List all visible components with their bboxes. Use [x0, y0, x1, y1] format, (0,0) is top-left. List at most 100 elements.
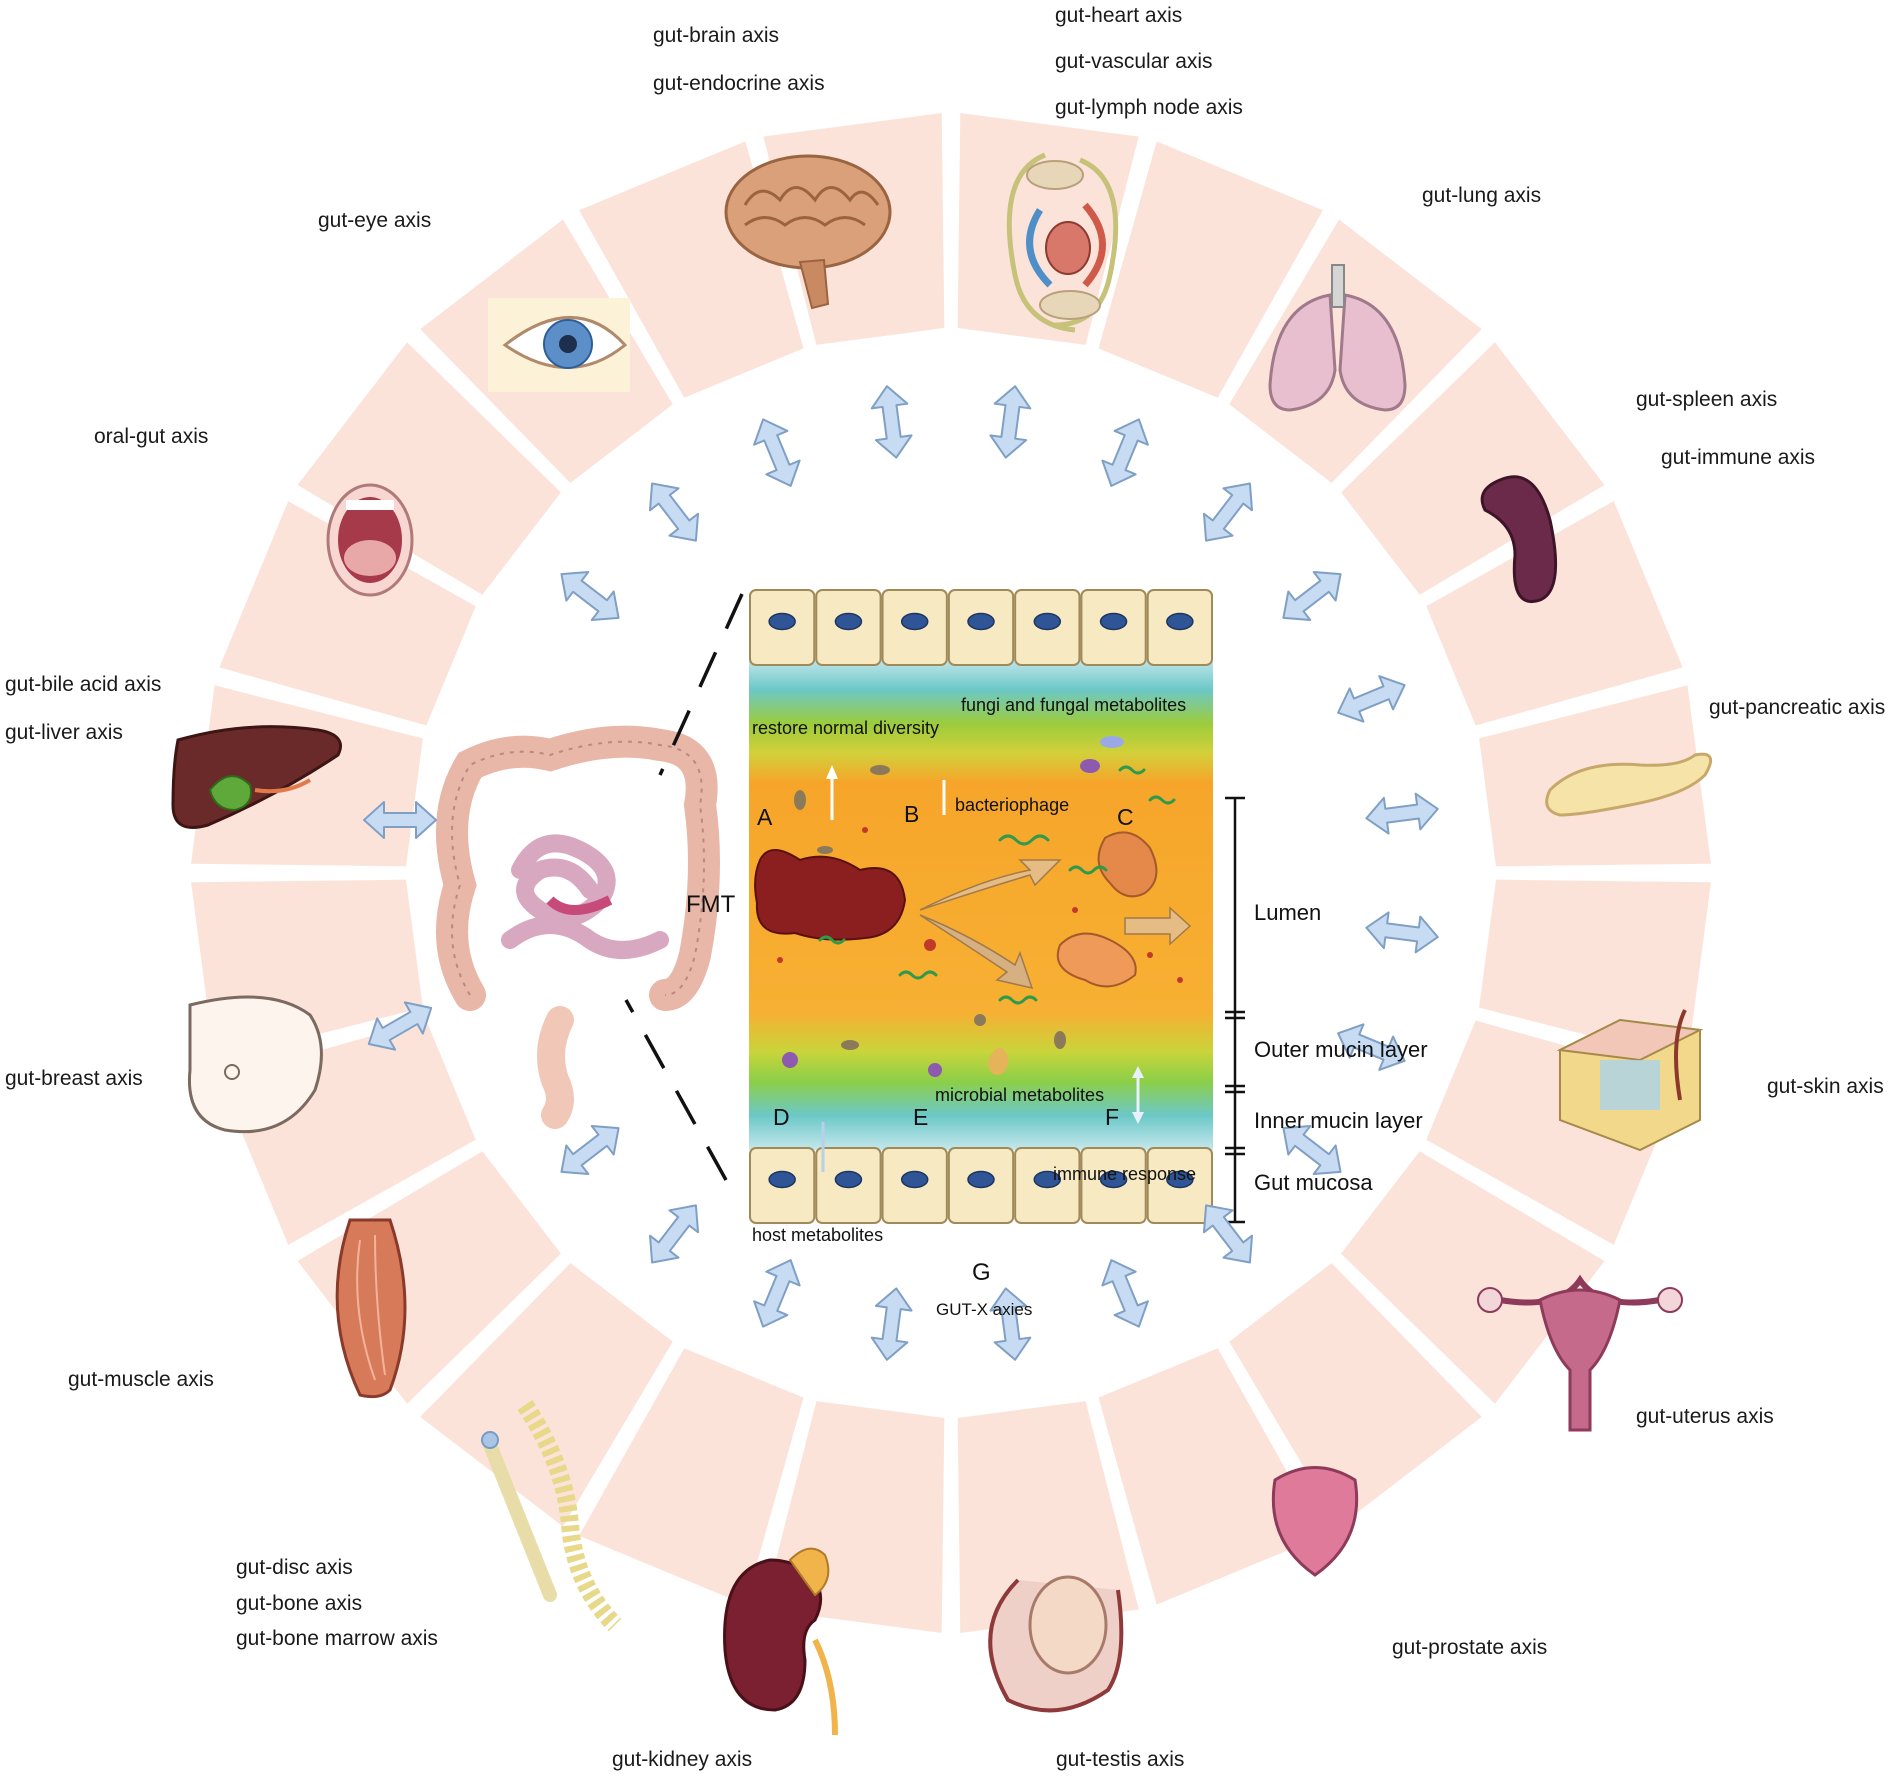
label-gut-immune: gut-immune axis: [1661, 446, 1816, 469]
double-arrow-icon: [868, 382, 916, 461]
double-arrow-icon: [1363, 908, 1442, 956]
muscle-icon: [335, 1218, 407, 1399]
ring-sector: [1341, 1151, 1605, 1404]
label-gut-uterus: gut-uterus axis: [1636, 1405, 1774, 1428]
double-arrow-icon: [1093, 1252, 1157, 1335]
spleen-icon: [1480, 475, 1558, 603]
ring-sector: [1479, 879, 1711, 1061]
double-arrow-icon: [1363, 790, 1442, 838]
label-gut-bone: gut-bone axis: [236, 1592, 363, 1615]
bacteriophage-label: bacteriophage: [955, 795, 1069, 815]
letter-b: B: [904, 801, 919, 827]
label-gut-breast: gut-breast axis: [5, 1067, 143, 1090]
caption-label: GUT-X axies: [936, 1300, 1032, 1319]
label-gut-liver: gut-liver axis: [5, 721, 123, 744]
immune-response-label: immune response: [1053, 1164, 1196, 1184]
letter-f: F: [1105, 1104, 1119, 1130]
cell-nucleus: [1099, 612, 1128, 631]
outer-mucin-label: Outer mucin layer: [1254, 1037, 1428, 1062]
double-arrow-icon: [636, 471, 712, 553]
fungi-label: fungi and fungal metabolites: [961, 695, 1186, 715]
letter-d: D: [773, 1104, 790, 1130]
double-arrow-icon: [549, 558, 631, 634]
label-gut-lung: gut-lung axis: [1422, 184, 1542, 207]
eye-icon: [488, 298, 630, 392]
label-gut-disc: gut-disc axis: [236, 1556, 353, 1579]
cell-nucleus: [1033, 612, 1062, 631]
prostate-icon: [1271, 1466, 1359, 1577]
label-gut-skin: gut-skin axis: [1767, 1075, 1884, 1098]
inner-mucin-label: Inner mucin layer: [1254, 1108, 1423, 1133]
layer-brackets: [1225, 796, 1245, 1224]
ring-sector: [1229, 1263, 1482, 1527]
ring-sector: [1426, 501, 1683, 726]
gut-layers-panel: [749, 589, 1213, 1224]
letter-a: A: [757, 804, 773, 830]
label-gut-brain: gut-brain axis: [653, 24, 780, 47]
cell-nucleus: [1166, 612, 1194, 631]
kidney-icon: [723, 1547, 838, 1736]
double-arrow-icon: [1330, 667, 1413, 731]
pancreas-icon: [1545, 752, 1713, 817]
double-arrow-icon: [636, 1193, 712, 1275]
label-gut-prostate: gut-prostate axis: [1392, 1636, 1548, 1659]
double-arrow-icon: [986, 1285, 1034, 1364]
restore-label: restore normal diversity: [752, 718, 939, 738]
cell-nucleus: [1033, 1170, 1062, 1189]
double-arrow-icon: [1271, 558, 1353, 634]
label-gut-kidney: gut-kidney axis: [612, 1748, 753, 1771]
label-gut-vascular: gut-vascular axis: [1055, 50, 1213, 73]
mouth-icon: [326, 483, 414, 597]
label-gut-bile-acid: gut-bile acid axis: [5, 673, 162, 696]
lungs-icon: [1268, 264, 1407, 412]
ring-sector: [1341, 342, 1605, 595]
microbial-metabolites-label: microbial metabolites: [935, 1085, 1104, 1105]
epithelium-top: [749, 589, 1213, 666]
label-gut-eye: gut-eye axis: [318, 209, 432, 232]
cell-nucleus: [900, 1170, 929, 1189]
ring-sector: [420, 1263, 673, 1527]
letter-e: E: [913, 1104, 928, 1130]
bone-spine-icon: [481, 1400, 622, 1632]
center-labels: FMT fungi and fungal metabolites restore…: [686, 695, 1428, 1319]
label-gut-testis: gut-testis axis: [1056, 1748, 1185, 1771]
heart-vessels-icon: [1006, 152, 1119, 333]
cell-nucleus: [768, 612, 796, 631]
double-arrow-icon: [868, 1285, 916, 1364]
letter-c: C: [1117, 804, 1134, 830]
double-arrow-icon: [1093, 411, 1157, 494]
cell-nucleus: [1166, 1170, 1194, 1189]
ring-sector: [1098, 1348, 1323, 1605]
cell-nucleus: [967, 612, 995, 631]
cell-nucleus: [834, 612, 863, 631]
double-arrow-icon: [986, 382, 1034, 461]
label-gut-pancreatic: gut-pancreatic axis: [1709, 696, 1886, 719]
breast-icon: [187, 995, 323, 1134]
skin-icon: [1556, 1009, 1704, 1152]
intestine-icon: [436, 725, 720, 1129]
cell-nucleus: [1099, 1170, 1128, 1189]
testis-icon: [988, 1575, 1124, 1713]
double-arrow-icon: [745, 411, 809, 494]
cell-nucleus: [768, 1170, 796, 1189]
cell-nucleus: [900, 612, 929, 631]
uterus-icon: [1477, 1274, 1683, 1432]
label-gut-spleen: gut-spleen axis: [1636, 388, 1778, 411]
label-gut-bone-marrow: gut-bone marrow axis: [236, 1627, 438, 1650]
ring-sector: [297, 342, 561, 595]
label-gut-endocrine: gut-endocrine axis: [653, 72, 825, 95]
ring-sector: [1098, 141, 1323, 398]
ring-sector: [219, 501, 476, 726]
gut-mucosa-label: Gut mucosa: [1254, 1170, 1373, 1195]
host-metabolites-label: host metabolites: [752, 1225, 883, 1245]
letter-g: G: [972, 1259, 991, 1286]
ring-sector: [957, 113, 1139, 345]
label-gut-heart: gut-heart axis: [1055, 4, 1183, 27]
ring-sector: [579, 1348, 804, 1605]
ring-sector: [957, 1401, 1139, 1633]
liver-icon: [171, 725, 342, 829]
double-arrow-icon: [1190, 471, 1266, 553]
brain-icon: [724, 154, 892, 310]
label-gut-lymph-node: gut-lymph node axis: [1055, 96, 1243, 119]
